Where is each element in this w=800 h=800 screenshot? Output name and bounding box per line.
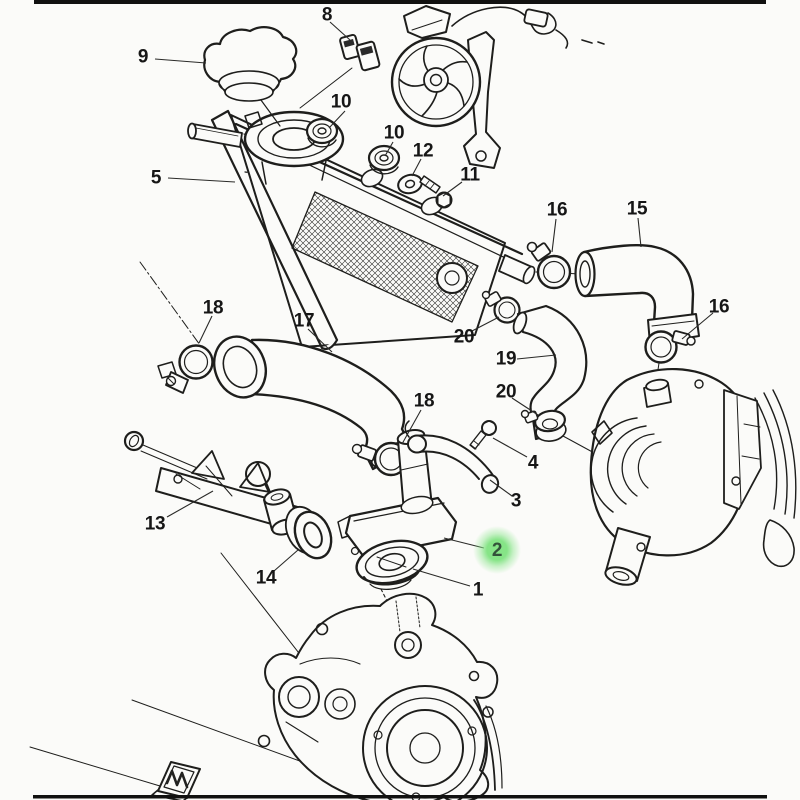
hose-clamp-20-upper-drawing — [481, 290, 521, 324]
leader-line-12 — [411, 158, 422, 177]
leader-line-15 — [637, 217, 642, 248]
water-pump-housing-drawing — [589, 367, 797, 586]
bolt-drawing — [419, 175, 453, 209]
leader-line-8 — [329, 21, 351, 41]
hose-clamp-16-lower-drawing — [644, 330, 696, 364]
leader-line-3 — [489, 479, 513, 497]
part-callout-13[interactable]: 13 — [144, 513, 166, 535]
part-callout-14[interactable]: 14 — [255, 567, 277, 589]
leader-line-1 — [412, 568, 471, 587]
part-callout-18a[interactable]: 18 — [202, 297, 224, 319]
leader-line-5 — [167, 177, 236, 183]
cooling-fan-drawing — [390, 5, 605, 169]
part-callout-15[interactable]: 15 — [626, 198, 648, 220]
part-callout-10a[interactable]: 10 — [330, 91, 352, 113]
part-callout-4[interactable]: 4 — [527, 452, 539, 474]
part-callout-16a[interactable]: 16 — [546, 199, 568, 221]
part-callout-5[interactable]: 5 — [150, 167, 162, 189]
part-callout-8[interactable]: 8 — [321, 4, 333, 26]
thermostat-cover-2-drawing — [337, 495, 458, 559]
leader-line-9 — [154, 58, 207, 64]
leader-line-20b — [511, 397, 539, 416]
thermostat-1-drawing — [350, 539, 429, 590]
part-callout-11[interactable]: 11 — [460, 164, 480, 186]
leader-line-4 — [492, 437, 528, 458]
part-callout-20b[interactable]: 20 — [495, 381, 517, 403]
grommet-14-drawing — [284, 505, 333, 560]
leader-line-10a — [328, 110, 346, 129]
leader-lines — [154, 21, 714, 587]
part-callout-16b[interactable]: 16 — [708, 296, 730, 318]
leader-line-10b — [384, 141, 394, 157]
part-callout-9[interactable]: 9 — [137, 46, 149, 68]
mount-clip-drawing — [299, 33, 381, 109]
leader-line-19 — [516, 354, 557, 360]
part-callout-20a[interactable]: 20 — [453, 326, 475, 348]
leader-line-20a — [471, 316, 500, 332]
leader-line-13 — [166, 490, 214, 518]
leader-line-11 — [442, 181, 463, 197]
frame-borders — [33, 0, 767, 799]
leader-line-16a — [551, 218, 557, 253]
hose-clamp-18-upper-drawing — [157, 344, 214, 394]
part-callout-17[interactable]: 17 — [293, 310, 315, 332]
joint-pipe-3-drawing — [404, 420, 500, 494]
bolt-4-drawing — [469, 420, 497, 450]
hose-clamp-20-lower-drawing — [520, 409, 567, 442]
part-callout-1[interactable]: 1 — [472, 579, 484, 601]
part-callout-19[interactable]: 19 — [495, 348, 517, 370]
leader-line-18a — [198, 315, 213, 344]
damper-drawing — [305, 117, 401, 175]
part-callout-10b[interactable]: 10 — [383, 122, 405, 144]
leader-line-14 — [273, 549, 299, 572]
leader-line-16b — [681, 312, 714, 340]
part-callout-2-selected[interactable]: 2 — [473, 526, 521, 574]
leader-line-18b — [401, 409, 422, 445]
leader-line-17 — [307, 328, 333, 353]
radiator-cap-drawing — [203, 26, 298, 102]
part-callout-12[interactable]: 12 — [412, 140, 434, 162]
hose-clamp-16-upper-drawing — [526, 241, 572, 290]
part-callout-3[interactable]: 3 — [510, 490, 522, 512]
crankcase-drawing — [257, 592, 503, 800]
part-callout-18b[interactable]: 18 — [413, 390, 435, 412]
